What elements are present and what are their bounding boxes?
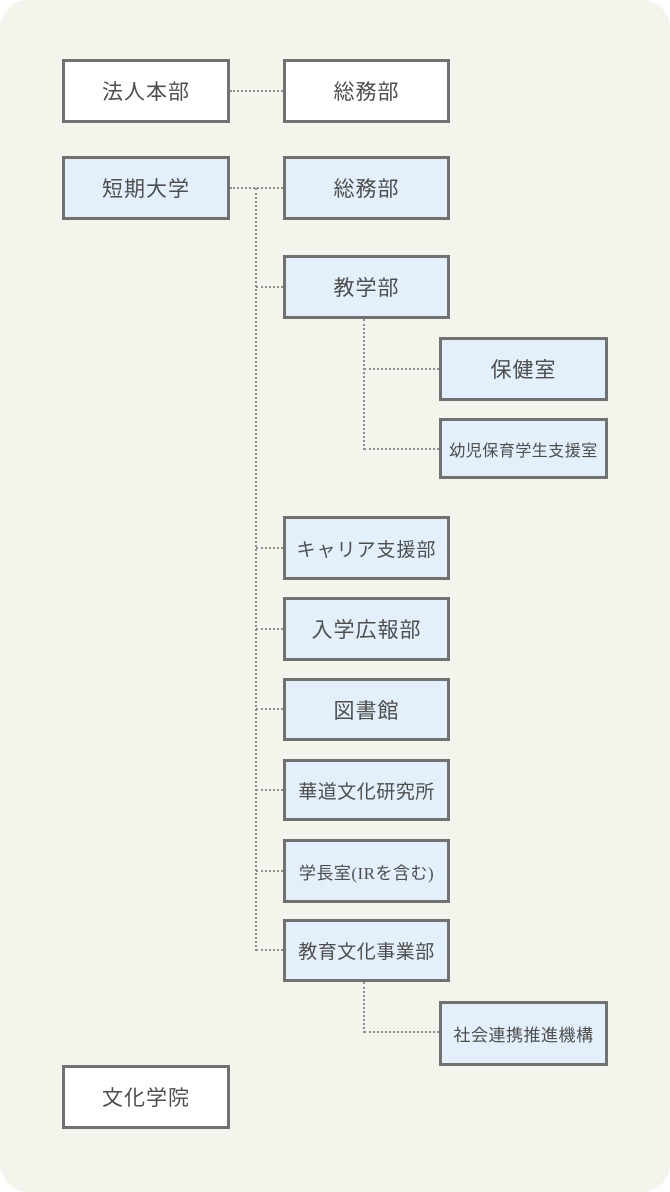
node-library: 図書館 (283, 678, 450, 741)
trunk-education-culture-business (363, 982, 365, 1033)
node-bunka-gakuin: 文化学院 (62, 1065, 230, 1129)
branch-admissions-pr (256, 628, 283, 630)
trunk-academic-affairs (363, 319, 365, 450)
node-kado-culture-institute: 華道文化研究所 (283, 759, 450, 821)
node-education-culture-business: 教育文化事業部 (283, 919, 450, 982)
node-admissions-pr: 入学広報部 (283, 597, 450, 661)
node-academic-affairs: 教学部 (283, 255, 450, 319)
branch-presidents-office (256, 870, 283, 872)
branch-early-childhood-student-support (364, 448, 439, 450)
node-presidents-office: 学長室(IRを含む) (283, 839, 450, 903)
node-general-affairs-corporate: 総務部 (283, 59, 450, 123)
branch-academic-affairs (256, 286, 283, 288)
trunk-junior-college (255, 188, 257, 951)
node-community-partnership: 社会連携推進機構 (439, 1001, 608, 1066)
branch-education-culture-business (256, 949, 283, 951)
node-junior-college: 短期大学 (62, 156, 230, 220)
node-early-childhood-student-support: 幼児保育学生支援室 (439, 418, 608, 479)
branch-kado-culture-institute (256, 789, 283, 791)
node-corporate-headquarters: 法人本部 (62, 59, 230, 123)
node-career-support: キャリア支援部 (283, 516, 450, 580)
branch-career-support (256, 547, 283, 549)
branch-library (256, 708, 283, 710)
node-general-affairs-college: 総務部 (283, 156, 450, 220)
node-health-room: 保健室 (439, 337, 608, 401)
branch-community-partnership (364, 1031, 439, 1033)
connector-corporate-to-general-affairs (230, 90, 283, 92)
branch-health-room (364, 368, 439, 370)
